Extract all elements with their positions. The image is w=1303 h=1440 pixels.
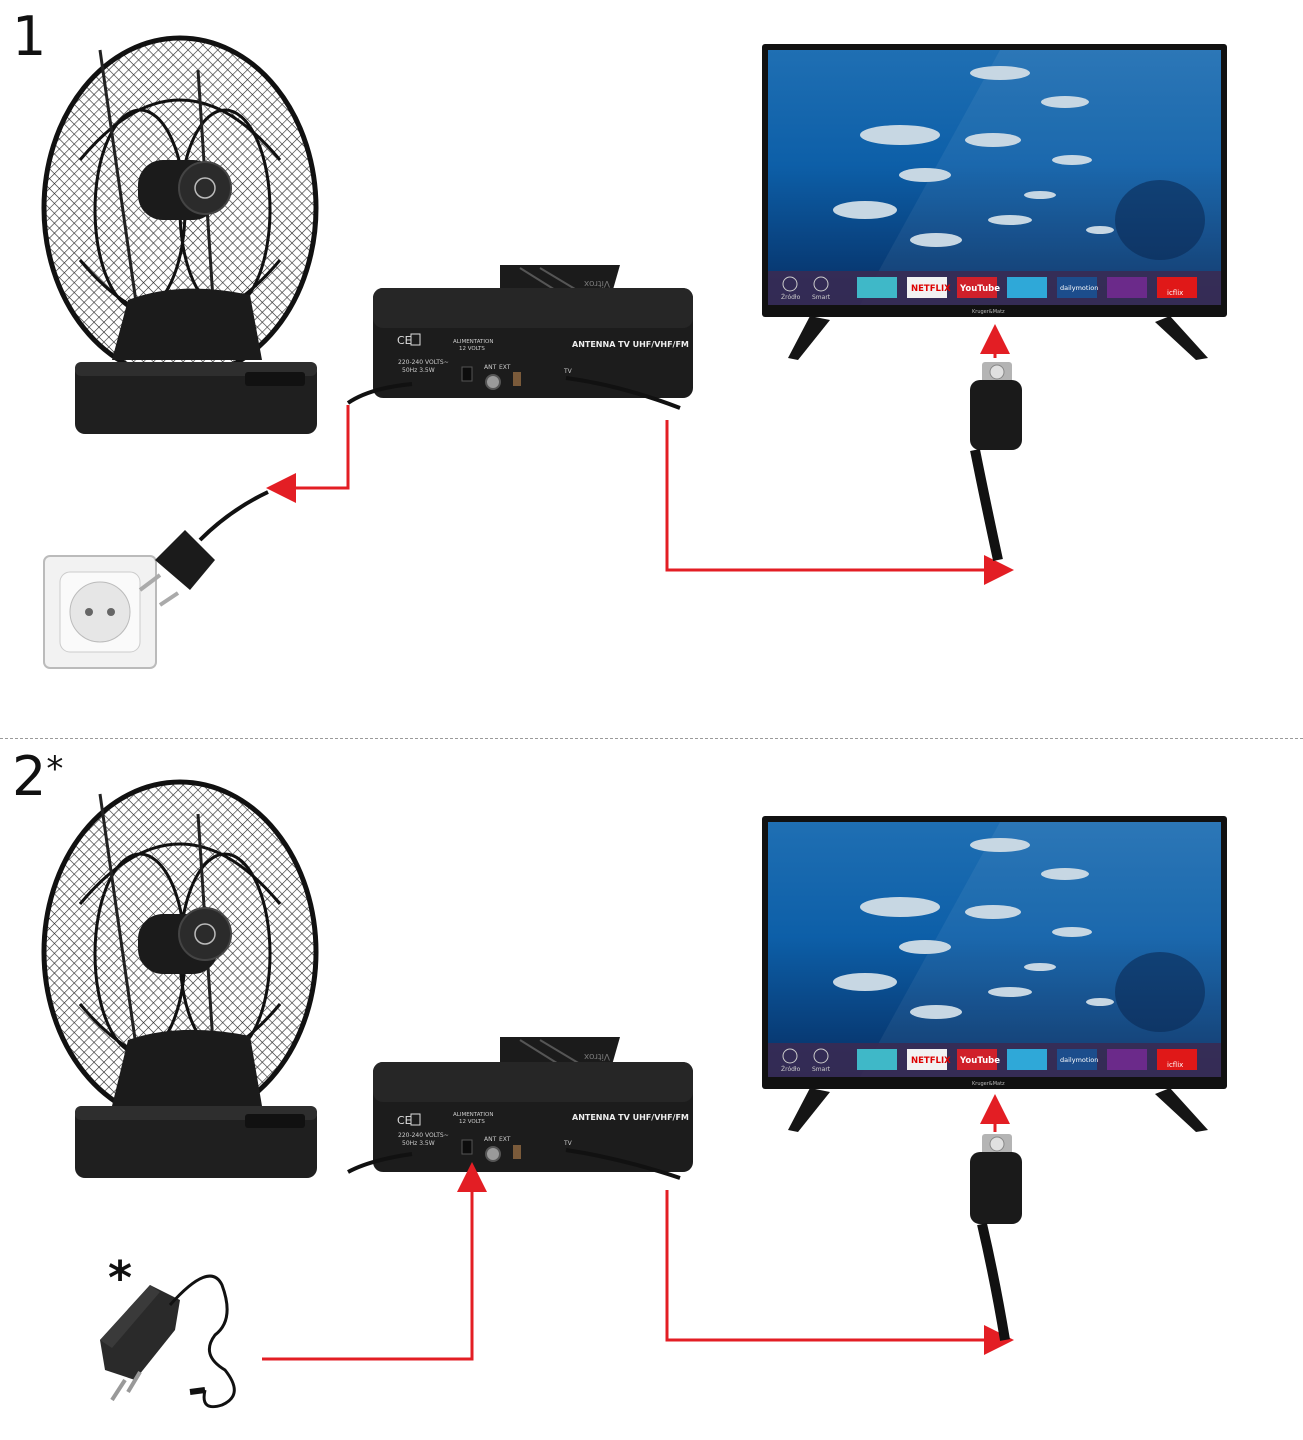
- tv-app-dailymotion-label: dailymotion: [1060, 284, 1098, 292]
- amplifier-title-label: ANTENNA TV UHF/VHF/FM: [572, 340, 689, 349]
- tv-app-source-label: Źródło: [781, 1065, 801, 1073]
- indoor-antenna: [41, 779, 319, 1178]
- tv-brand-label: Kruger&Matz: [972, 309, 1005, 315]
- diagram-2: Vitrox CE 220-240 VOLTS~ 50Hz 3.5W ALIME…: [41, 779, 1227, 1409]
- amplifier-power-label-1: 220-240 VOLTS~: [398, 359, 449, 366]
- setup-panel-1: 1: [12, 5, 1227, 669]
- antenna-amplifier: Vitrox CE 220-240 VOLTS~ 50Hz 3.5W ALIME…: [347, 1037, 693, 1180]
- amplifier-port-ext-label: EXT: [499, 1136, 511, 1143]
- tv-app-dailymotion-label: dailymotion: [1060, 1056, 1098, 1064]
- panel-divider: [0, 738, 1303, 739]
- tv-app-netflix-label: NETFLIX: [911, 1056, 951, 1066]
- amplifier-power-label-2: 50Hz 3.5W: [402, 1140, 435, 1147]
- amplifier-alimentation-label-1: ALIMENTATION: [453, 1112, 493, 1118]
- tv-app-bar: Źródło Smart NETFLIX YouTube dailymotion…: [781, 1048, 1197, 1073]
- setup-panel-2: 2* *: [0, 740, 1303, 1440]
- amplifier-port-ext-label: EXT: [499, 364, 511, 371]
- tv-app-smart-label: Smart: [812, 294, 831, 301]
- tv-app-netflix-label: NETFLIX: [911, 284, 951, 294]
- amplifier-port-ant-label: ANT: [484, 1136, 497, 1143]
- amplifier-cert-label: CE: [397, 1114, 412, 1127]
- tv-app-youtube-label: YouTube: [959, 1056, 1000, 1066]
- tv-brand-label: Kruger&Matz: [972, 1081, 1005, 1087]
- tv-app-icflix-label: icflix: [1167, 1061, 1183, 1069]
- tv-app-smart-label: Smart: [812, 1066, 831, 1073]
- amplifier-power-label-1: 220-240 VOLTS~: [398, 1132, 449, 1139]
- power-adapter-footnote-mark: *: [108, 1251, 133, 1305]
- coax-cable-connector: [970, 1134, 1022, 1341]
- amplifier-alimentation-label-2: 12 VOLTS: [459, 1119, 485, 1125]
- power-adapter: [100, 1274, 236, 1409]
- amplifier-port-tv-label: TV: [563, 368, 573, 375]
- amplifier-alimentation-label-1: ALIMENTATION: [453, 339, 493, 345]
- television: Źródło Smart NETFLIX YouTube dailymotion…: [762, 44, 1227, 360]
- step-number-1: 1: [12, 5, 47, 68]
- amplifier-port-tv-label: TV: [563, 1140, 573, 1147]
- coax-cable-connector: [970, 362, 1022, 562]
- wall-socket-with-plug: [43, 490, 269, 669]
- amplifier-power-label-2: 50Hz 3.5W: [402, 367, 435, 374]
- connection-arrows: [266, 324, 1014, 585]
- antenna-amplifier: Vitrox CE 220-240 VOLTS~ 50Hz 3.5W ALIME…: [346, 265, 693, 410]
- indoor-antenna: [41, 35, 319, 434]
- amplifier-brand-label: Vitrox: [583, 278, 610, 288]
- tv-app-icflix-label: icflix: [1167, 289, 1183, 297]
- tv-app-source-label: Źródło: [781, 293, 801, 301]
- tv-app-youtube-label: YouTube: [959, 284, 1000, 294]
- amplifier-brand-label: Vitrox: [583, 1051, 610, 1061]
- television: Źródło Smart NETFLIX YouTube dailymotion…: [762, 816, 1227, 1132]
- amplifier-alimentation-label-2: 12 VOLTS: [459, 346, 485, 352]
- amplifier-title-label: ANTENNA TV UHF/VHF/FM: [572, 1113, 689, 1122]
- amplifier-port-ant-label: ANT: [484, 364, 497, 371]
- connection-arrows: [262, 1094, 1014, 1361]
- step-number-2: 2*: [12, 745, 64, 808]
- tv-app-bar: Źródło Smart NETFLIX YouTube dailymotion…: [781, 276, 1197, 301]
- diagram-1: Vitrox CE 220-240 VOLTS~ 50Hz 3.5W ALIME…: [41, 35, 1227, 669]
- amplifier-cert-label: CE: [397, 334, 412, 347]
